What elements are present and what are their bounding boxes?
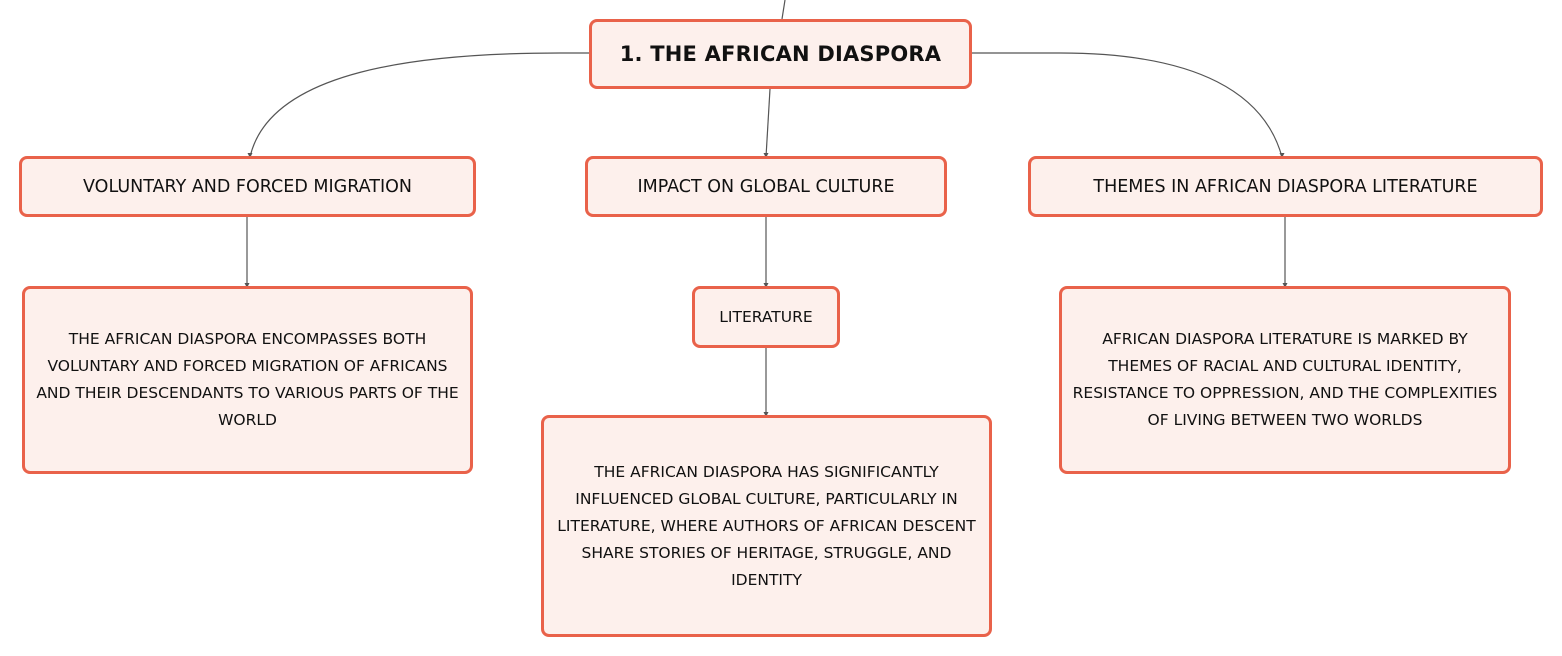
detail-node-impact[interactable]: THE AFRICAN DIASPORA HAS SIGNIFICANTLY I… xyxy=(541,415,992,637)
topic-label-migration: VOLUNTARY AND FORCED MIGRATION xyxy=(83,176,412,197)
arrowhead-migration-detail xyxy=(244,283,250,288)
detail-text-themes: AFRICAN DIASPORA LITERATURE IS MARKED BY… xyxy=(1072,330,1498,429)
connector-root-to-themes xyxy=(972,52,1283,158)
arrowhead-impact-detail xyxy=(763,412,769,417)
connector-parent-to-root xyxy=(781,0,786,20)
topic-node-impact[interactable]: IMPACT ON GLOBAL CULTURE xyxy=(585,156,947,217)
root-topic-node[interactable]: 1. THE AFRICAN DIASPORA xyxy=(589,19,972,89)
detail-text-migration: THE AFRICAN DIASPORA ENCOMPASSES BOTH VO… xyxy=(36,330,459,429)
topic-label-impact: IMPACT ON GLOBAL CULTURE xyxy=(637,176,895,197)
topic-node-migration[interactable]: VOLUNTARY AND FORCED MIGRATION xyxy=(19,156,476,217)
topic-label-themes: THEMES IN AFRICAN DIASPORA LITERATURE xyxy=(1093,176,1478,197)
detail-node-migration[interactable]: THE AFRICAN DIASPORA ENCOMPASSES BOTH VO… xyxy=(22,286,473,474)
subtopic-label-literature: LITERATURE xyxy=(719,308,813,326)
connector-root-to-impact xyxy=(765,88,771,158)
arrowhead-migration xyxy=(247,153,253,158)
subtopic-node-literature[interactable]: LITERATURE xyxy=(692,286,840,348)
detail-node-themes[interactable]: AFRICAN DIASPORA LITERATURE IS MARKED BY… xyxy=(1059,286,1511,474)
detail-text-impact: THE AFRICAN DIASPORA HAS SIGNIFICANTLY I… xyxy=(557,462,976,589)
arrowhead-literature xyxy=(763,283,769,288)
connector-root-to-migration xyxy=(249,52,589,158)
topic-node-themes[interactable]: THEMES IN AFRICAN DIASPORA LITERATURE xyxy=(1028,156,1543,217)
arrowhead-themes xyxy=(1279,153,1285,158)
root-topic-label: 1. THE AFRICAN DIASPORA xyxy=(619,42,942,66)
arrowhead-themes-detail xyxy=(1282,283,1288,288)
arrowhead-impact xyxy=(763,153,769,158)
